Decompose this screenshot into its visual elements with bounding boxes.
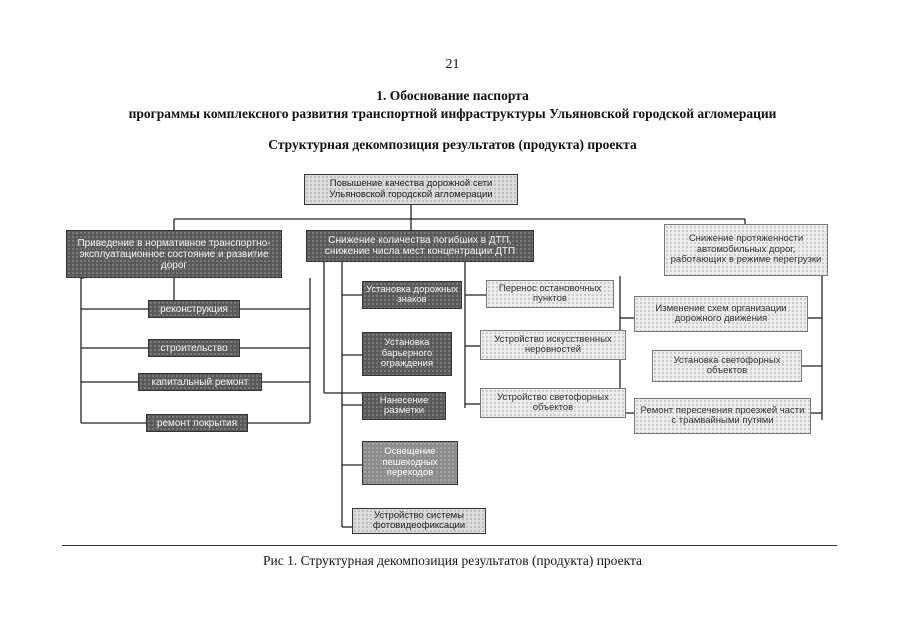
center-item-road-signs: Установка дорожных знаков [362,281,462,309]
diagram-root-node: Повышение качества дорожной сети Ульянов… [304,174,518,205]
left-item-capital-repair: капитальный ремонт [138,373,262,391]
center-right-item-stop-relocation: Перенос остановочных пунктов [486,280,614,308]
center-right-item-speed-bumps: Устройство искусственных неровностей [480,330,626,360]
right-item-traffic-lights: Установка светофорных объектов [652,350,802,382]
center-right-item-traffic-lights: Устройство светофорных объектов [480,388,626,418]
branch-congestion-reduction: Снижение протяженности автомобильных дор… [664,224,828,276]
left-item-reconstruction: реконструкция [148,300,240,318]
right-item-tram-crossing-repair: Ремонт пересечения проезжей части с трам… [634,398,811,434]
branch-road-condition: Приведение в нормативное транспортно-экс… [66,230,282,278]
left-item-surface-repair: ремонт покрытия [146,414,248,432]
section-title: 1. Обоснование паспорта [376,88,529,103]
figure-caption: Рис 1. Структурная декомпозиция результа… [262,553,643,568]
diagram-subtitle: Структурная декомпозиция результатов (пр… [268,137,637,152]
caption-divider [62,545,837,546]
left-item-construction: строительство [148,339,240,357]
branch-accident-reduction: Снижение количества погибших в ДТП, сниж… [306,230,534,262]
center-item-crosswalk-lighting: Освещение пешеходных переходов [362,441,458,485]
center-item-markings: Нанесение разметки [362,392,446,420]
center-item-photo-video-system: Устройство системы фотовидеофиксации [352,508,486,534]
center-item-barrier: Установка барьерного ограждения [362,332,452,376]
right-item-traffic-scheme: Изменение схем организации дорожного дви… [634,296,808,332]
page-number: 21 [445,57,460,72]
section-title-line-2: программы комплексного развития транспор… [128,106,777,121]
